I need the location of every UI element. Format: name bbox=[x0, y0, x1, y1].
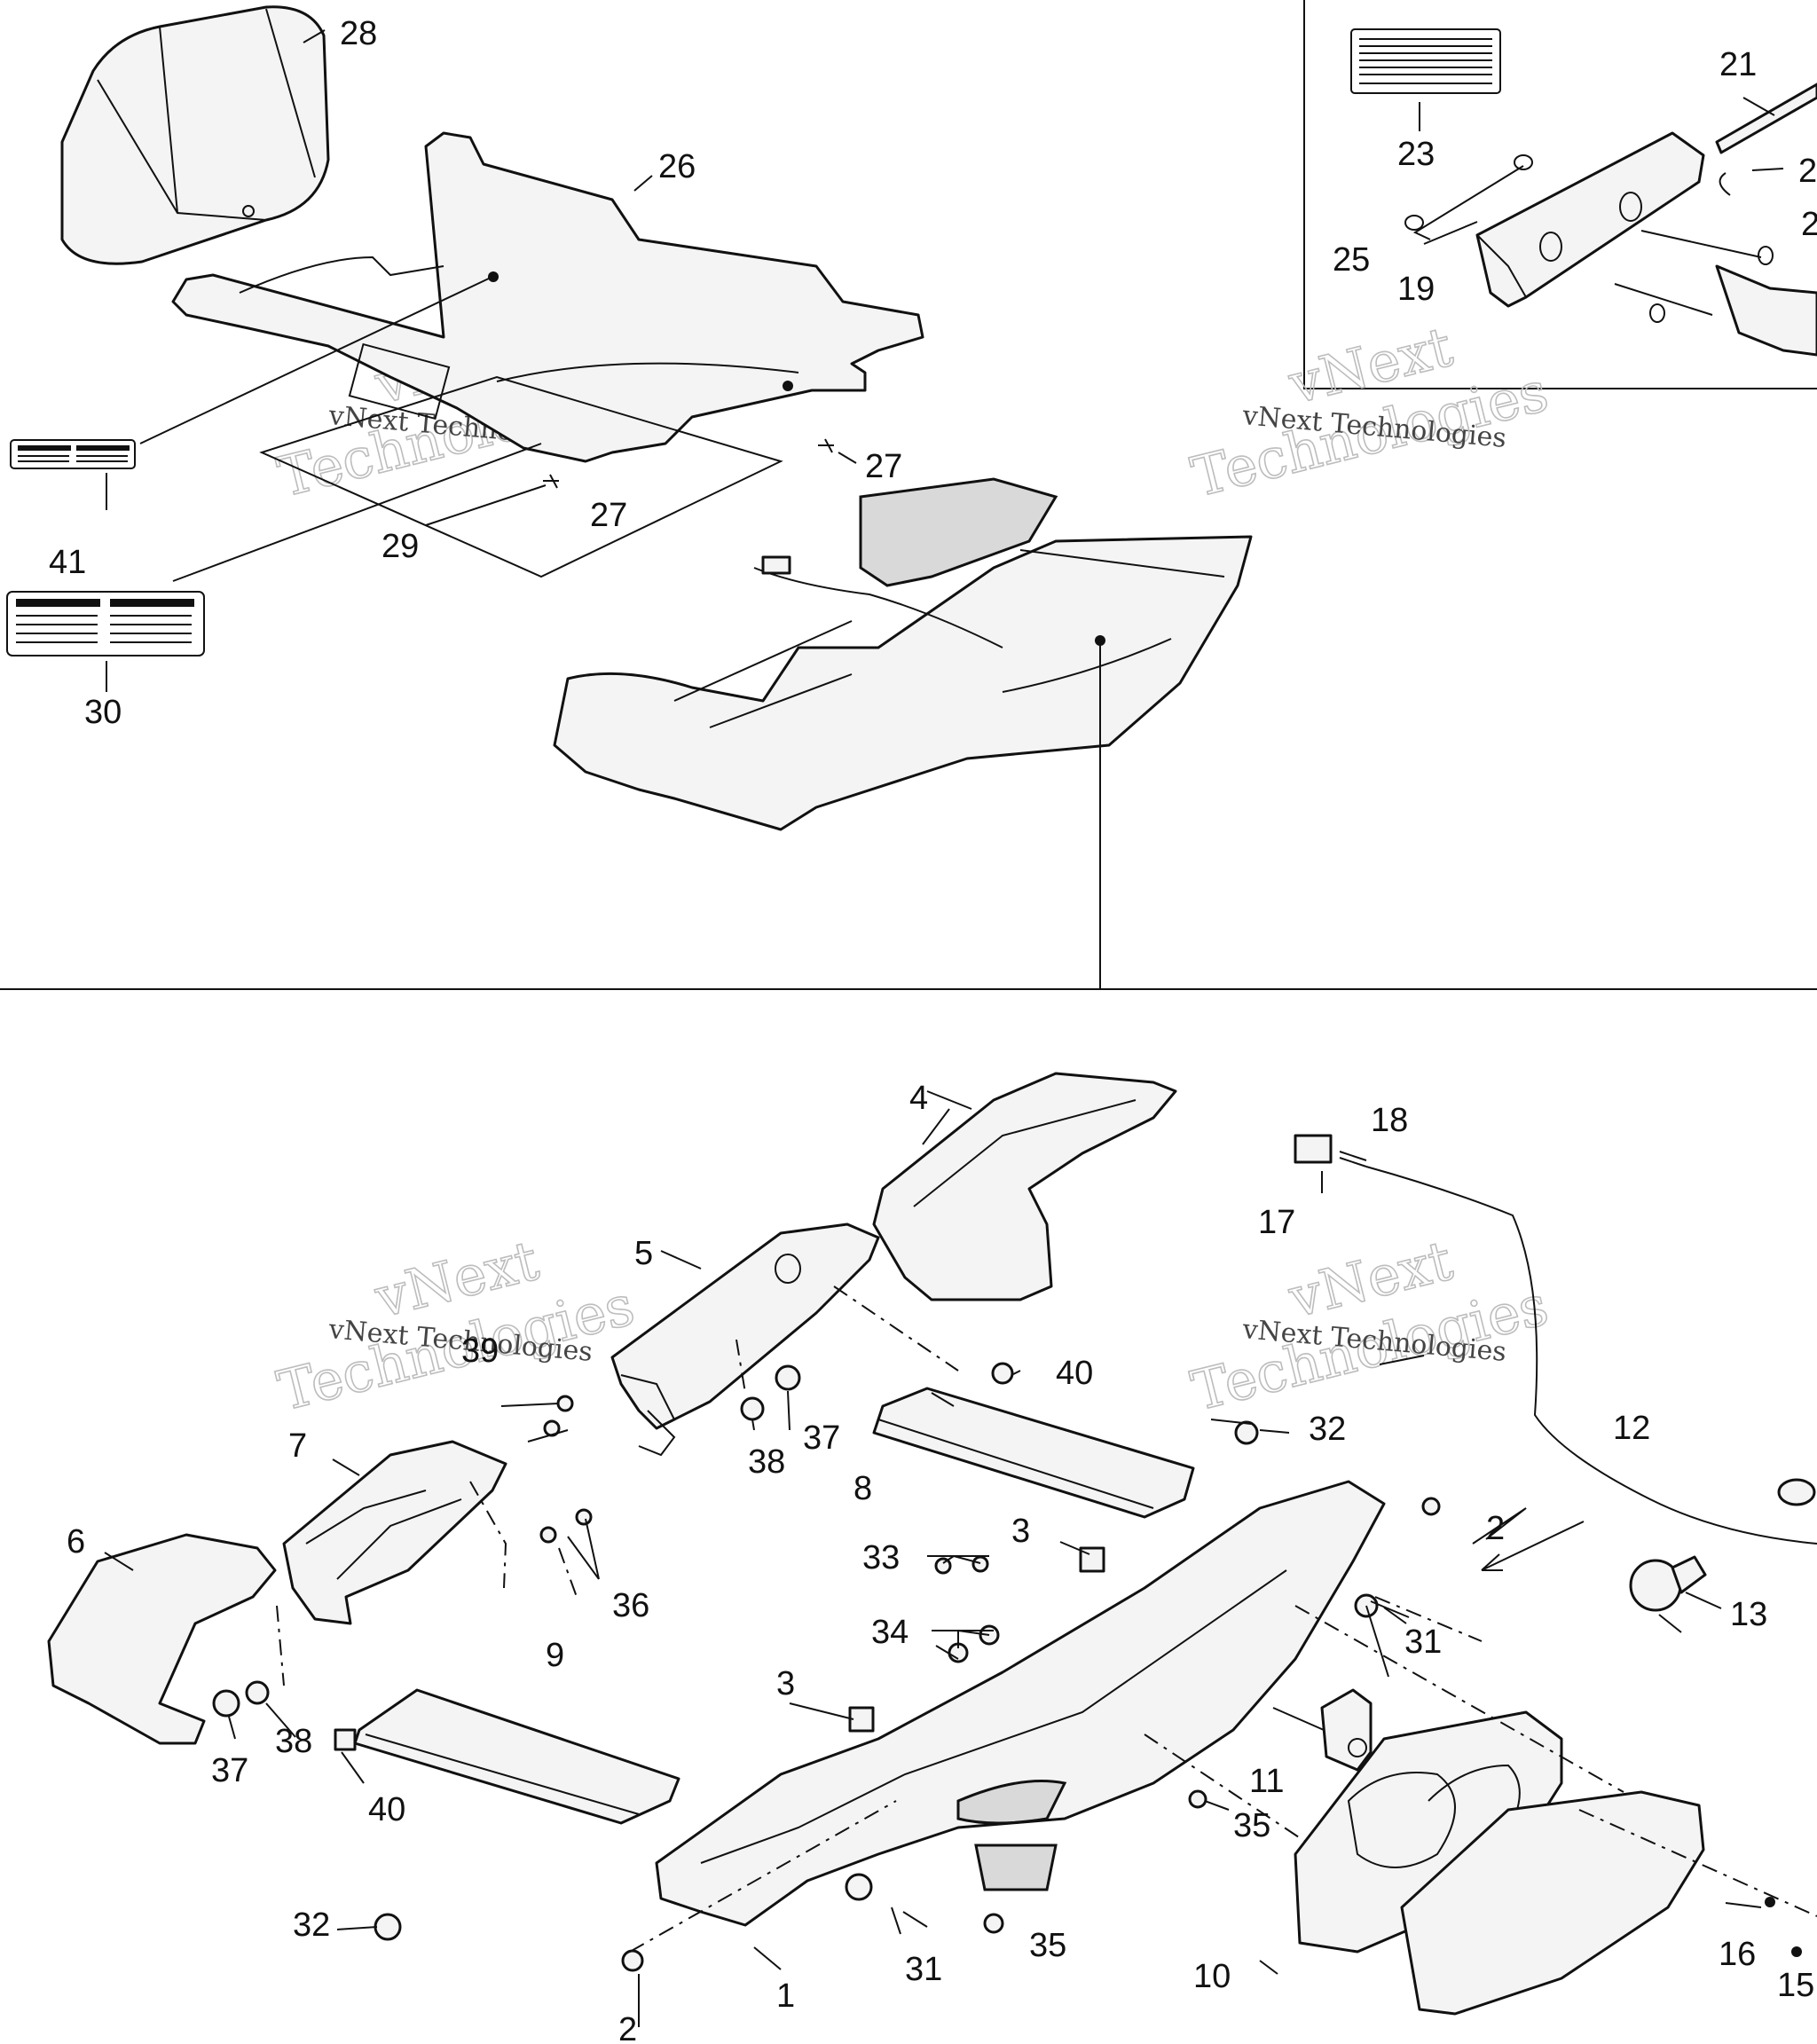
callout-25: 25 bbox=[1333, 241, 1370, 279]
callout-37-a: 37 bbox=[803, 1419, 840, 1457]
callout-2-b: 2 bbox=[618, 2011, 637, 2044]
watermark-top-right: vNext Technologies vNext Technologies bbox=[1184, 313, 1554, 510]
mat-part bbox=[259, 375, 783, 578]
pin-part bbox=[1404, 83, 1817, 357]
callout-11: 11 bbox=[1249, 1763, 1284, 1800]
bulb-socket-part bbox=[1320, 1688, 1373, 1772]
callout-32-a: 32 bbox=[1309, 1411, 1346, 1448]
rear-rack-part bbox=[553, 477, 1253, 989]
callout-38-a: 38 bbox=[748, 1443, 785, 1481]
callout-3-b: 3 bbox=[776, 1665, 795, 1702]
callout-34: 34 bbox=[871, 1614, 908, 1651]
callout-13: 13 bbox=[1730, 1596, 1767, 1633]
inset-frame bbox=[1303, 0, 1817, 389]
callout-27-a: 27 bbox=[590, 497, 627, 534]
left-bracket-part bbox=[282, 1440, 507, 1625]
light-bracket-part bbox=[610, 1222, 880, 1457]
callout-labels: 28 26 41 30 29 27 27 23 25 19 21 2 2 4 5… bbox=[49, 15, 1817, 2044]
callout-36: 36 bbox=[612, 1587, 649, 1624]
callout-17: 17 bbox=[1258, 1204, 1295, 1241]
callout-5: 5 bbox=[634, 1235, 653, 1272]
callout-38-b: 38 bbox=[275, 1723, 312, 1760]
bulb-part bbox=[1629, 1555, 1707, 1612]
storage-bag-part bbox=[60, 5, 330, 265]
callout-31-b: 31 bbox=[905, 1951, 942, 1988]
callout-33: 33 bbox=[862, 1539, 900, 1576]
warning-decal-41 bbox=[10, 439, 136, 469]
leader-lines bbox=[104, 29, 1784, 2027]
watermark-bottom-left: vNext Technologies vNext Technologies bbox=[271, 1227, 641, 1424]
callout-2-inset-b: 2 bbox=[1801, 206, 1817, 243]
callout-12: 12 bbox=[1613, 1410, 1650, 1447]
left-end-cap-part bbox=[47, 1533, 277, 1745]
callout-31-a: 31 bbox=[1404, 1623, 1442, 1661]
direction-arrow-icon bbox=[1481, 1521, 1585, 1571]
callout-40-b: 40 bbox=[368, 1791, 405, 1828]
callout-29: 29 bbox=[381, 528, 419, 565]
callout-15: 15 bbox=[1777, 1967, 1814, 2004]
callout-37-b: 37 bbox=[211, 1752, 248, 1789]
fastener-icon bbox=[212, 1362, 1802, 1972]
callout-1: 1 bbox=[776, 1977, 795, 2015]
callout-2-inset-a: 2 bbox=[1798, 153, 1817, 190]
callout-41: 41 bbox=[49, 544, 86, 581]
callout-40-a: 40 bbox=[1056, 1355, 1093, 1392]
callout-10: 10 bbox=[1193, 1958, 1231, 1995]
callout-39: 39 bbox=[461, 1333, 499, 1370]
callout-4: 4 bbox=[909, 1080, 928, 1117]
callout-23: 23 bbox=[1397, 136, 1435, 173]
outer-lens-part bbox=[1400, 1790, 1705, 2016]
wire-harness-part bbox=[1294, 1134, 1817, 1545]
upper-light-housing-part bbox=[872, 1072, 1177, 1301]
callout-16: 16 bbox=[1719, 1936, 1756, 1973]
callout-35-a: 35 bbox=[1233, 1807, 1270, 1844]
callout-18: 18 bbox=[1371, 1102, 1408, 1139]
callout-7: 7 bbox=[288, 1427, 307, 1465]
callout-2-a: 2 bbox=[1486, 1510, 1505, 1547]
callout-6: 6 bbox=[67, 1523, 85, 1561]
callout-27-b: 27 bbox=[865, 448, 902, 485]
callout-19: 19 bbox=[1397, 271, 1435, 308]
callout-28: 28 bbox=[340, 15, 377, 52]
watermark-bottom-right: vNext Technologies vNext Technologies bbox=[1184, 1227, 1554, 1424]
bracket-part bbox=[1475, 131, 1705, 308]
callout-3-a: 3 bbox=[1011, 1513, 1030, 1550]
callout-35-b: 35 bbox=[1029, 1927, 1066, 1964]
callout-30: 30 bbox=[84, 694, 122, 731]
callout-9: 9 bbox=[546, 1637, 564, 1674]
main-housing-part bbox=[655, 1480, 1386, 1927]
callout-8: 8 bbox=[853, 1470, 872, 1507]
tray-part bbox=[171, 131, 924, 463]
assembly-guide-lines bbox=[276, 1285, 1817, 1953]
warning-decal-30 bbox=[6, 591, 205, 656]
callout-26: 26 bbox=[658, 148, 696, 185]
rivet-icon bbox=[543, 438, 834, 489]
callout-21: 21 bbox=[1719, 46, 1757, 83]
callout-32-b: 32 bbox=[293, 1906, 330, 1944]
inset-decal-23 bbox=[1350, 28, 1501, 94]
